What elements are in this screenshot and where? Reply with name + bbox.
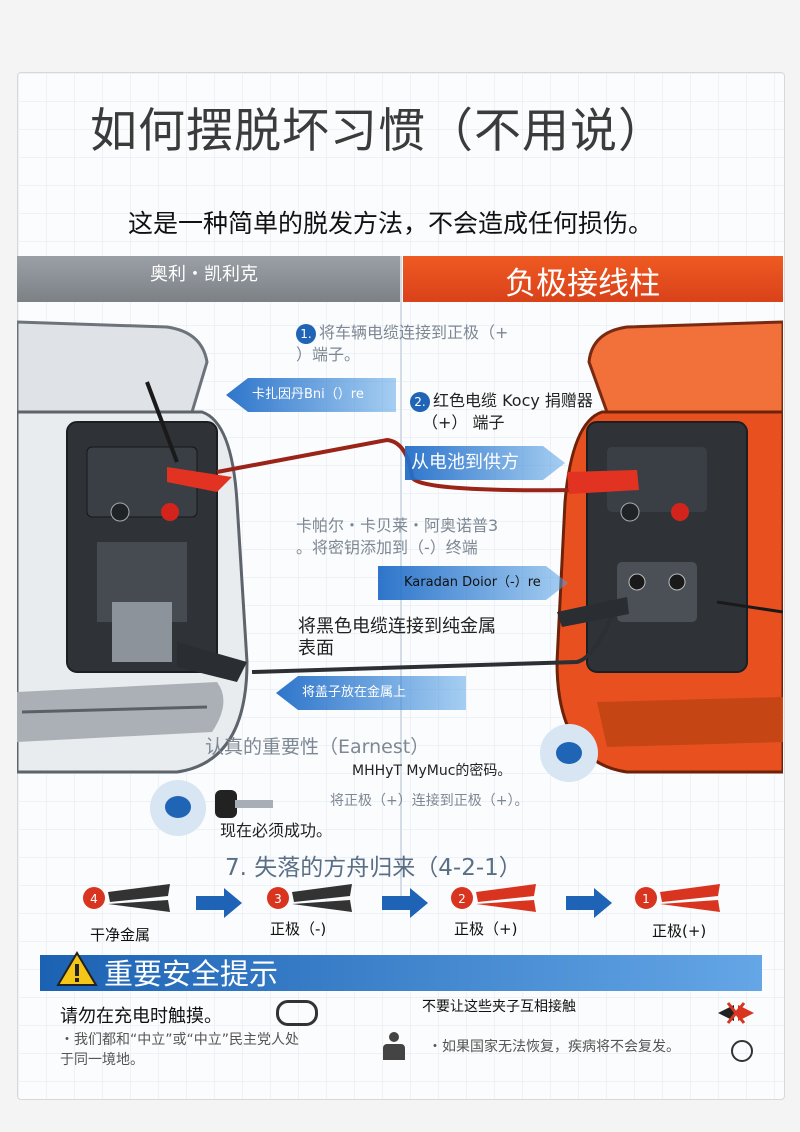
safety-tip-1-sub: ・我们都和“中立”或“中立”民主党人处 于同一境地。 <box>60 1030 299 1070</box>
flow-item-1-label: 正极(+) <box>652 922 707 940</box>
page-title: 如何摆脱坏习惯（不用说） <box>90 104 666 159</box>
left-header-label: 奥利・凯利克 <box>150 264 258 285</box>
step-4-line-1: 将黑色电缆连接到纯金属 <box>298 616 496 637</box>
flow-item-4-clamp <box>83 884 170 912</box>
cars-illustration <box>17 320 783 774</box>
flow-item-2-clamp <box>451 884 536 912</box>
flow-clamps: 4 3 2 1 <box>83 884 720 912</box>
step-number: 1. <box>296 323 316 344</box>
engine-circle-icon <box>540 724 598 782</box>
step-3-band-label: Karadan Doior（-）re <box>404 575 541 590</box>
flow-item-2-num: 2 <box>458 892 466 906</box>
step-4-band-label: 将盖子放在金属上 <box>302 685 407 700</box>
no-touch-clamps-icon <box>718 1002 754 1024</box>
key-icon <box>215 790 273 818</box>
step-1-arrow-band: 卡扎因丹Bni（）re <box>226 378 396 412</box>
warning-icon <box>56 951 98 986</box>
step-1-line-1: 将车辆电缆连接到正极（+ <box>319 323 509 342</box>
safety-tip-2: 不要让这些夹子互相接触 <box>422 999 576 1015</box>
safety-title: 重要安全提示 <box>104 957 279 991</box>
step-2-band-label: 从电池到供方 <box>411 452 519 473</box>
step-4-line-2: 表面 <box>298 638 334 659</box>
flow-item-3-label: 正极（-) <box>270 920 327 938</box>
safety-tip-2-sub: ・如果国家无法恢复，疾病将不会复发。 <box>428 1039 680 1055</box>
step-1-line-2: ）端子。 <box>296 345 361 364</box>
flow-item-2-label: 正极（+) <box>454 920 518 938</box>
step-4-arrow-band: 将盖子放在金属上 <box>276 676 466 710</box>
flow-item-1-num: 1 <box>642 892 650 906</box>
red-clamp-right <box>567 470 639 494</box>
step-6-note: 现在必须成功。 <box>220 821 333 840</box>
timer-icon <box>731 1040 753 1062</box>
flow-title: 7. 失落的方舟归来（4-2-1） <box>225 855 522 881</box>
goggles-icon <box>276 1000 318 1026</box>
step-2-arrow-band: 从电池到供方 <box>405 446 565 480</box>
step-3-line-1: 卡帕尔・卡贝莱・阿奥诺普3 <box>296 516 499 535</box>
step-number: 2. <box>410 391 430 412</box>
page-subtitle: 这是一种简单的脱发方法，不会造成任何损伤。 <box>128 209 654 238</box>
safety-tip-1: 请勿在充电时触摸。 <box>60 1006 222 1027</box>
flow-item-3-clamp <box>267 884 352 912</box>
step-2-line-1: 红色电缆 Kocy 捐赠器 <box>433 391 593 410</box>
step-5-note: MHHyT MyMuc的密码。 <box>352 763 512 779</box>
safety-tip-1-sub-line-2: 于同一境地。 <box>60 1052 144 1068</box>
battery-circle-icon <box>150 780 206 836</box>
black-clamp-right <box>557 597 629 627</box>
person-icon <box>383 1032 405 1060</box>
red-clamp-left <box>167 467 232 492</box>
right-header-label: 负极接线柱 <box>505 266 660 302</box>
flow-item-4-num: 4 <box>90 892 98 906</box>
right-header-band <box>403 256 783 302</box>
step-1: 1.将车辆电缆连接到正极（+ ）端子。 <box>296 322 508 366</box>
step-2: 2.红色电缆 Kocy 捐赠器 （+） 端子 <box>410 390 593 434</box>
left-car-illustration <box>17 320 249 774</box>
flow-item-1-clamp <box>635 884 720 912</box>
step-4: 将黑色电缆连接到纯金属 表面 <box>298 616 496 660</box>
flow-item-3-num: 3 <box>274 892 282 906</box>
step-3: 卡帕尔・卡贝莱・阿奥诺普3 。将密钥添加到（-）终端 <box>296 515 498 559</box>
safety-tip-1-sub-line-1: ・我们都和“中立”或“中立”民主党人处 <box>60 1032 300 1048</box>
black-clamp-left <box>177 642 247 682</box>
safety-banner <box>40 955 762 991</box>
step-5: 认真的重要性（Earnest） <box>205 736 429 758</box>
step-3-line-2: 。将密钥添加到（-）终端 <box>296 538 478 557</box>
step-3-arrow-band: Karadan Doior（-）re <box>378 566 568 600</box>
step-5-text: 认真的重要性（Earnest） <box>205 736 430 758</box>
step-1-band-label: 卡扎因丹Bni（）re <box>252 387 364 402</box>
flow-item-4-label: 干净金属 <box>90 926 151 944</box>
step-6: 将正极（+）连接到正极（+）。 <box>330 793 529 809</box>
step-2-line-2: （+） 端子 <box>422 413 505 432</box>
left-header-band <box>17 256 400 302</box>
